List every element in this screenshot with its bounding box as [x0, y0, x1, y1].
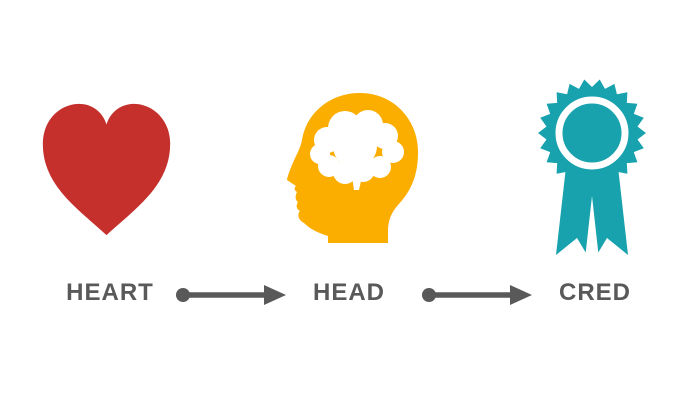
arrow-dot — [176, 288, 190, 302]
step-label-heart: HEART — [66, 279, 154, 306]
arrow-heart-to-head — [176, 285, 286, 305]
rosette-ring — [555, 96, 629, 170]
arrow-head — [510, 285, 532, 305]
rosette-burst — [538, 79, 646, 187]
arrow-dot — [422, 288, 436, 302]
award-ribbon-icon — [537, 78, 647, 268]
brain-stem — [351, 170, 363, 190]
arrow-head — [264, 285, 286, 305]
ribbon-svg — [538, 79, 646, 268]
arrow-head-to-cred — [422, 285, 532, 305]
head-brain-icon — [285, 90, 420, 243]
brain-shape — [310, 110, 404, 190]
ribbon-tail-right — [587, 158, 628, 263]
ribbon-tail-left — [556, 158, 597, 263]
head-svg — [287, 93, 418, 243]
step-label-cred: CRED — [558, 279, 631, 306]
step-label-head: HEAD — [312, 279, 385, 306]
heart-shape — [42, 103, 171, 236]
ribbon-tail-gap — [584, 196, 600, 268]
heart-svg — [42, 103, 171, 236]
heart-icon — [35, 98, 178, 240]
